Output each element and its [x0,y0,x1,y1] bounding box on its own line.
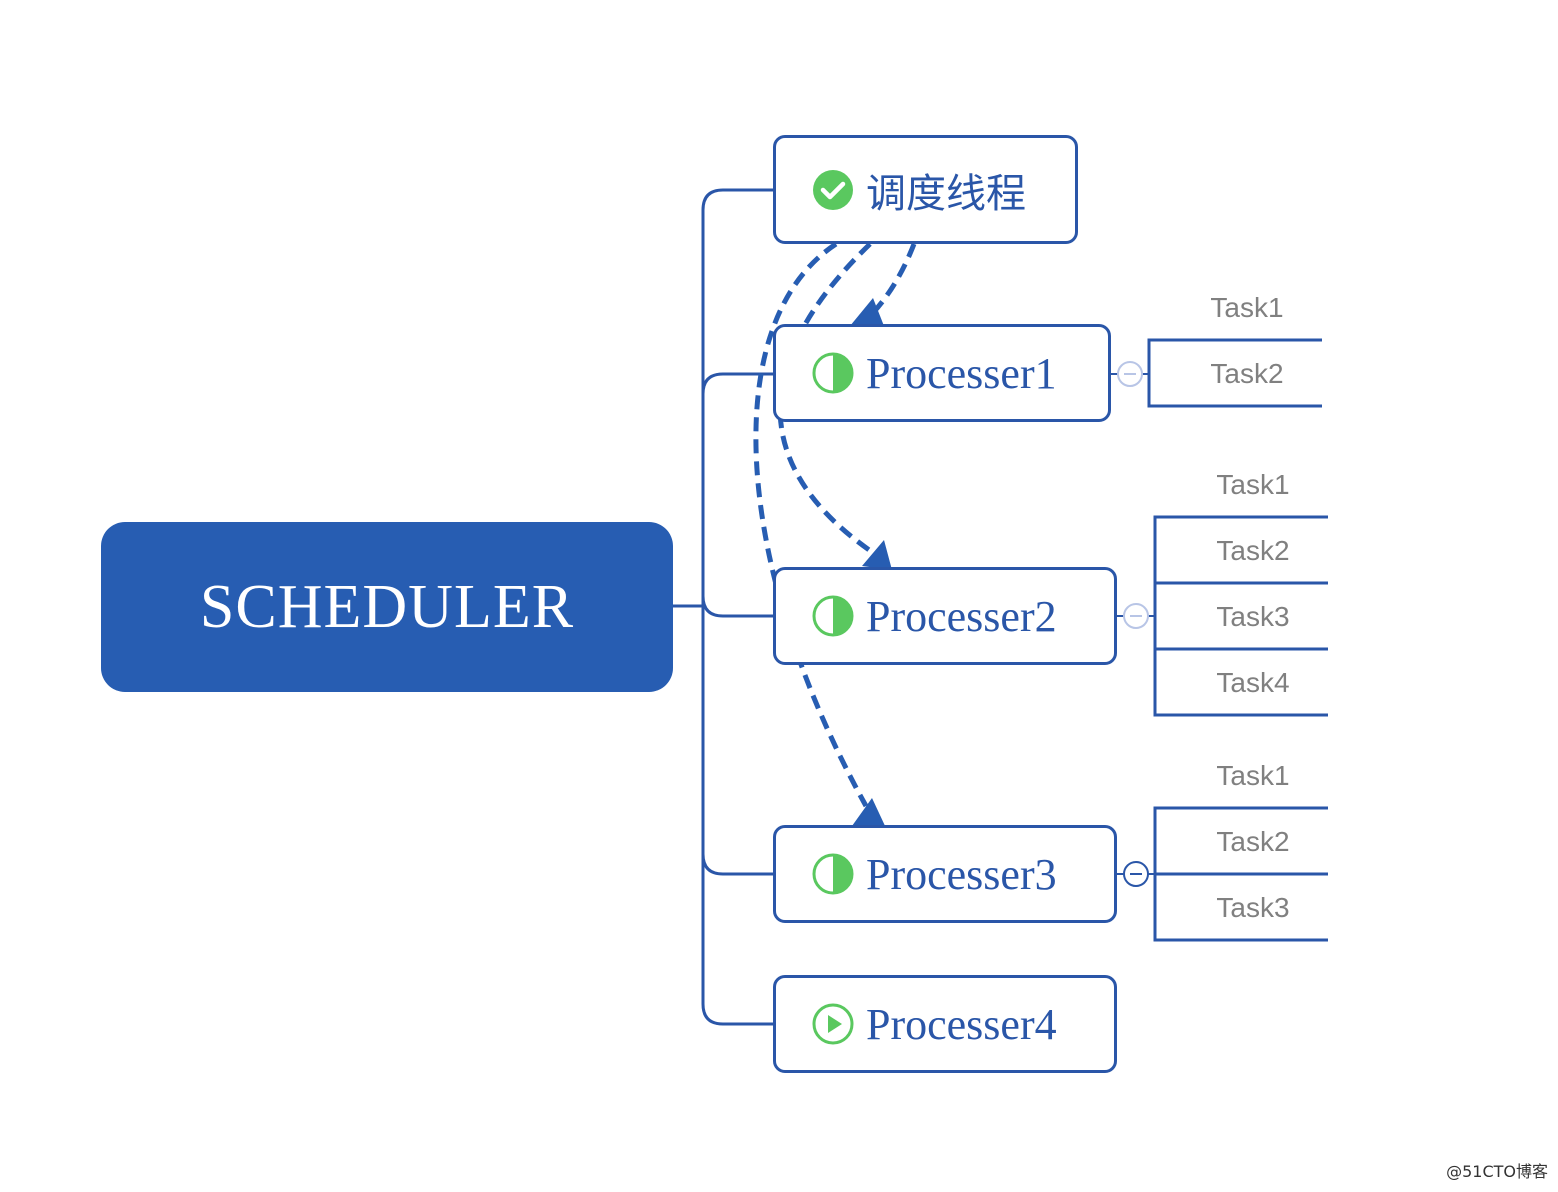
collapse-toggle-processer3[interactable] [1123,861,1149,887]
root-label: SCHEDULER [199,572,575,641]
processer1-task-bracket [1147,338,1322,408]
collapse-toggle-processer2[interactable] [1123,603,1149,629]
half-circle-icon [812,595,854,637]
branch-to-processer2 [701,595,774,618]
node-scheduler-thread[interactable]: 调度线程 [773,135,1078,244]
node-processer1[interactable]: Processer1 [773,324,1111,422]
half-circle-icon [812,853,854,895]
half-circle-icon [812,352,854,394]
node-label: Processer2 [866,591,1057,641]
node-processer4[interactable]: Processer4 [773,975,1117,1073]
task-label: Task4 [1216,667,1290,698]
branch-to-processer4 [701,1003,774,1026]
processer3-task-bracket [1153,806,1328,942]
task-label: Task2 [1210,358,1284,389]
dispatch-arrow-processer3 [753,241,869,808]
dispatch-arrowhead-processer1 [850,298,884,326]
task-label: Task1 [1216,760,1290,791]
check-circle-icon [813,169,853,210]
task-label: Task2 [1216,535,1290,566]
node-processer3[interactable]: Processer3 [773,825,1117,923]
node-label: Processer1 [866,348,1057,398]
task-label: Task2 [1216,826,1290,857]
play-circle-icon [812,1003,854,1045]
node-label: Processer3 [866,849,1057,899]
node-label: Processer4 [866,999,1057,1049]
root-node-scheduler[interactable]: SCHEDULER [101,522,673,692]
task-label: Task1 [1210,292,1284,323]
branch-to-processer3 [701,853,774,876]
processer2-task-bracket [1153,515,1328,717]
branch-to-scheduler-thread [701,188,774,211]
node-processer2[interactable]: Processer2 [773,567,1117,665]
collapse-toggle-processer1[interactable] [1117,361,1143,387]
dispatch-arrowhead-processer2 [862,540,892,570]
dispatch-arrowhead-processer3 [852,798,886,828]
node-label: 调度线程 [866,170,1026,217]
watermark: @51CTO博客 [1446,1162,1548,1181]
task-label: Task3 [1216,601,1290,632]
branch-to-processer1 [701,372,774,395]
task-label: Task1 [1216,469,1290,500]
task-label: Task3 [1216,892,1290,923]
